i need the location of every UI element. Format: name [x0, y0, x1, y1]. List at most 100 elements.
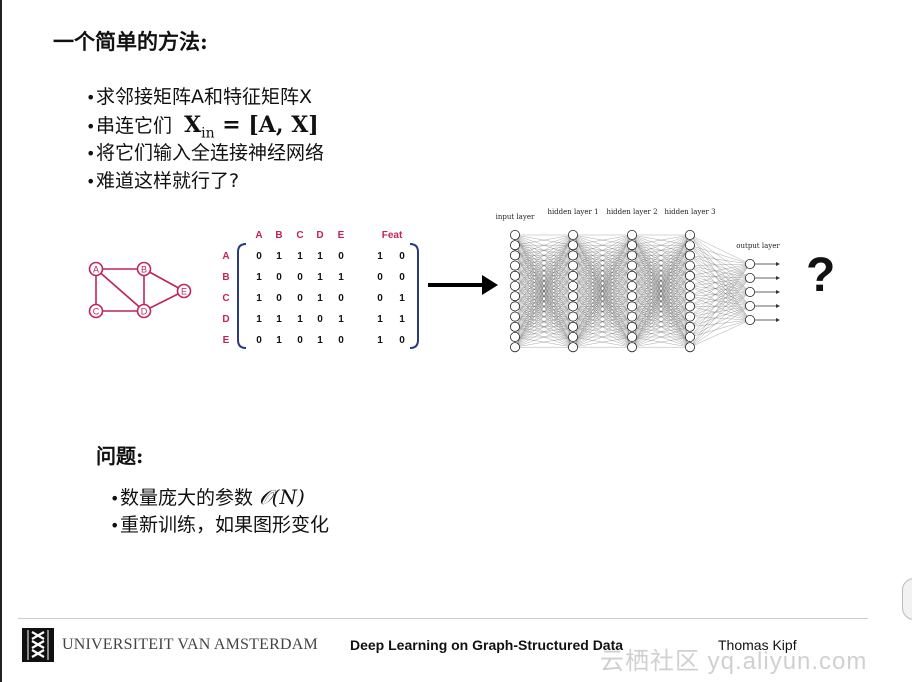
nn-connection: [689, 277, 751, 287]
nn-connection: [689, 305, 751, 348]
nn-connection: [689, 277, 751, 297]
nn-neuron: [568, 301, 579, 312]
nn-connection: [689, 263, 751, 276]
bullet-text: 将它们输入全连接神经网络: [96, 142, 325, 164]
bullet-dot: •: [110, 489, 120, 508]
graph-node-label: A: [93, 265, 99, 275]
nn-neuron: [568, 291, 579, 302]
nn-neuron: [626, 311, 637, 322]
university-name: UNIVERSITEIT VAN AMSTERDAM: [62, 636, 318, 653]
nn-connection: [689, 263, 751, 338]
nn-connection: [631, 234, 691, 338]
nn-connection: [631, 306, 691, 348]
matrix-cell: 1: [399, 314, 405, 325]
nn-neuron: [509, 270, 520, 281]
nn-connection: [689, 319, 751, 348]
nn-neuron: [626, 270, 637, 281]
nn-connection: [631, 245, 691, 348]
nn-neuron: [744, 259, 755, 270]
nn-neuron: [626, 240, 637, 251]
nn-connection: [514, 275, 574, 348]
nn-connection: [631, 234, 691, 276]
graph-edge: [143, 290, 185, 312]
matrix-cell: 0: [338, 251, 344, 262]
nn-connection: [572, 234, 633, 256]
graph-node-label: C: [93, 307, 100, 317]
nn-connection: [631, 234, 691, 266]
nn-connection: [689, 275, 751, 293]
nn-connection: [572, 234, 633, 317]
nn-connection: [689, 285, 751, 307]
watermark: 云栖社区 yq.aliyun.com: [600, 648, 868, 675]
matrix-cell: 1: [399, 293, 405, 304]
complexity-equation: 𝒪(N): [259, 485, 305, 509]
slide-title: 一个简单的方法:: [53, 29, 208, 54]
matrix-cell: 1: [297, 251, 303, 262]
nn-connection: [631, 326, 691, 348]
nn-output-arrowhead: [776, 318, 780, 322]
author-name: Thomas Kipf: [718, 637, 797, 653]
nn-connection: [689, 305, 751, 327]
matrix-cell: 0: [338, 335, 344, 346]
nn-connection: [689, 306, 751, 321]
nn-connection: [689, 275, 751, 279]
nn-connection: [514, 234, 574, 287]
eq-main: X: [184, 112, 202, 138]
nn-connection: [689, 275, 751, 307]
nn-connection: [689, 245, 751, 321]
nn-connection: [572, 234, 633, 287]
nn-connection: [572, 285, 633, 348]
graph-node-label: E: [181, 287, 187, 297]
matrix-row-header: A: [222, 251, 229, 262]
nn-neuron: [744, 315, 755, 326]
side-scroll-handle[interactable]: [902, 578, 912, 620]
nn-neuron: [626, 342, 637, 353]
eq-sub: in: [201, 125, 215, 142]
nn-connection: [631, 234, 691, 256]
bullet-item-3: •将它们输入全连接神经网络: [86, 140, 324, 168]
graph-node-label: B: [141, 265, 147, 275]
nn-neuron: [509, 342, 520, 353]
nn-connection: [631, 336, 691, 348]
bullet-dot: •: [86, 144, 96, 163]
matrix-cell: 0: [399, 272, 405, 283]
graph-node: [176, 283, 192, 299]
matrix-cell: 0: [399, 251, 405, 262]
nn-connection: [514, 234, 574, 297]
matrix-row-header: D: [222, 314, 229, 325]
matrix-cell: 0: [377, 272, 383, 283]
nn-connection: [631, 275, 691, 348]
nn-connection: [689, 263, 751, 297]
nn-connection: [631, 234, 691, 297]
matrix-row-header: E: [223, 335, 230, 346]
matrix-col-header: B: [275, 230, 282, 241]
talk-title: Deep Learning on Graph-Structured Data: [350, 637, 624, 653]
nn-connection: [514, 265, 574, 348]
nn-neuron: [509, 331, 520, 342]
nn-neuron: [568, 331, 579, 342]
nn-connection: [631, 234, 691, 246]
nn-connection: [689, 263, 751, 307]
nn-connection: [689, 234, 751, 307]
nn-neuron: [568, 270, 579, 281]
nn-connection: [631, 234, 691, 348]
nn-neuron: [509, 250, 520, 261]
nn-neuron: [684, 291, 695, 302]
matrix-cell: 1: [276, 335, 282, 346]
nn-output-arrowhead: [776, 304, 780, 308]
matrix-col-header: C: [296, 230, 303, 241]
nn-connection: [514, 234, 574, 307]
nn-connection: [689, 255, 751, 321]
nn-neuron: [684, 240, 695, 251]
matrix-cell: 1: [297, 314, 303, 325]
matrix-cell: 0: [276, 293, 282, 304]
nn-neuron: [684, 270, 695, 281]
nn-connection: [689, 245, 751, 293]
nn-connection: [689, 277, 751, 348]
nn-connection: [572, 234, 633, 246]
matrix-cell: 1: [377, 251, 383, 262]
nn-connection: [689, 291, 751, 338]
nn-neuron: [509, 229, 520, 240]
nn-connection: [689, 275, 751, 321]
